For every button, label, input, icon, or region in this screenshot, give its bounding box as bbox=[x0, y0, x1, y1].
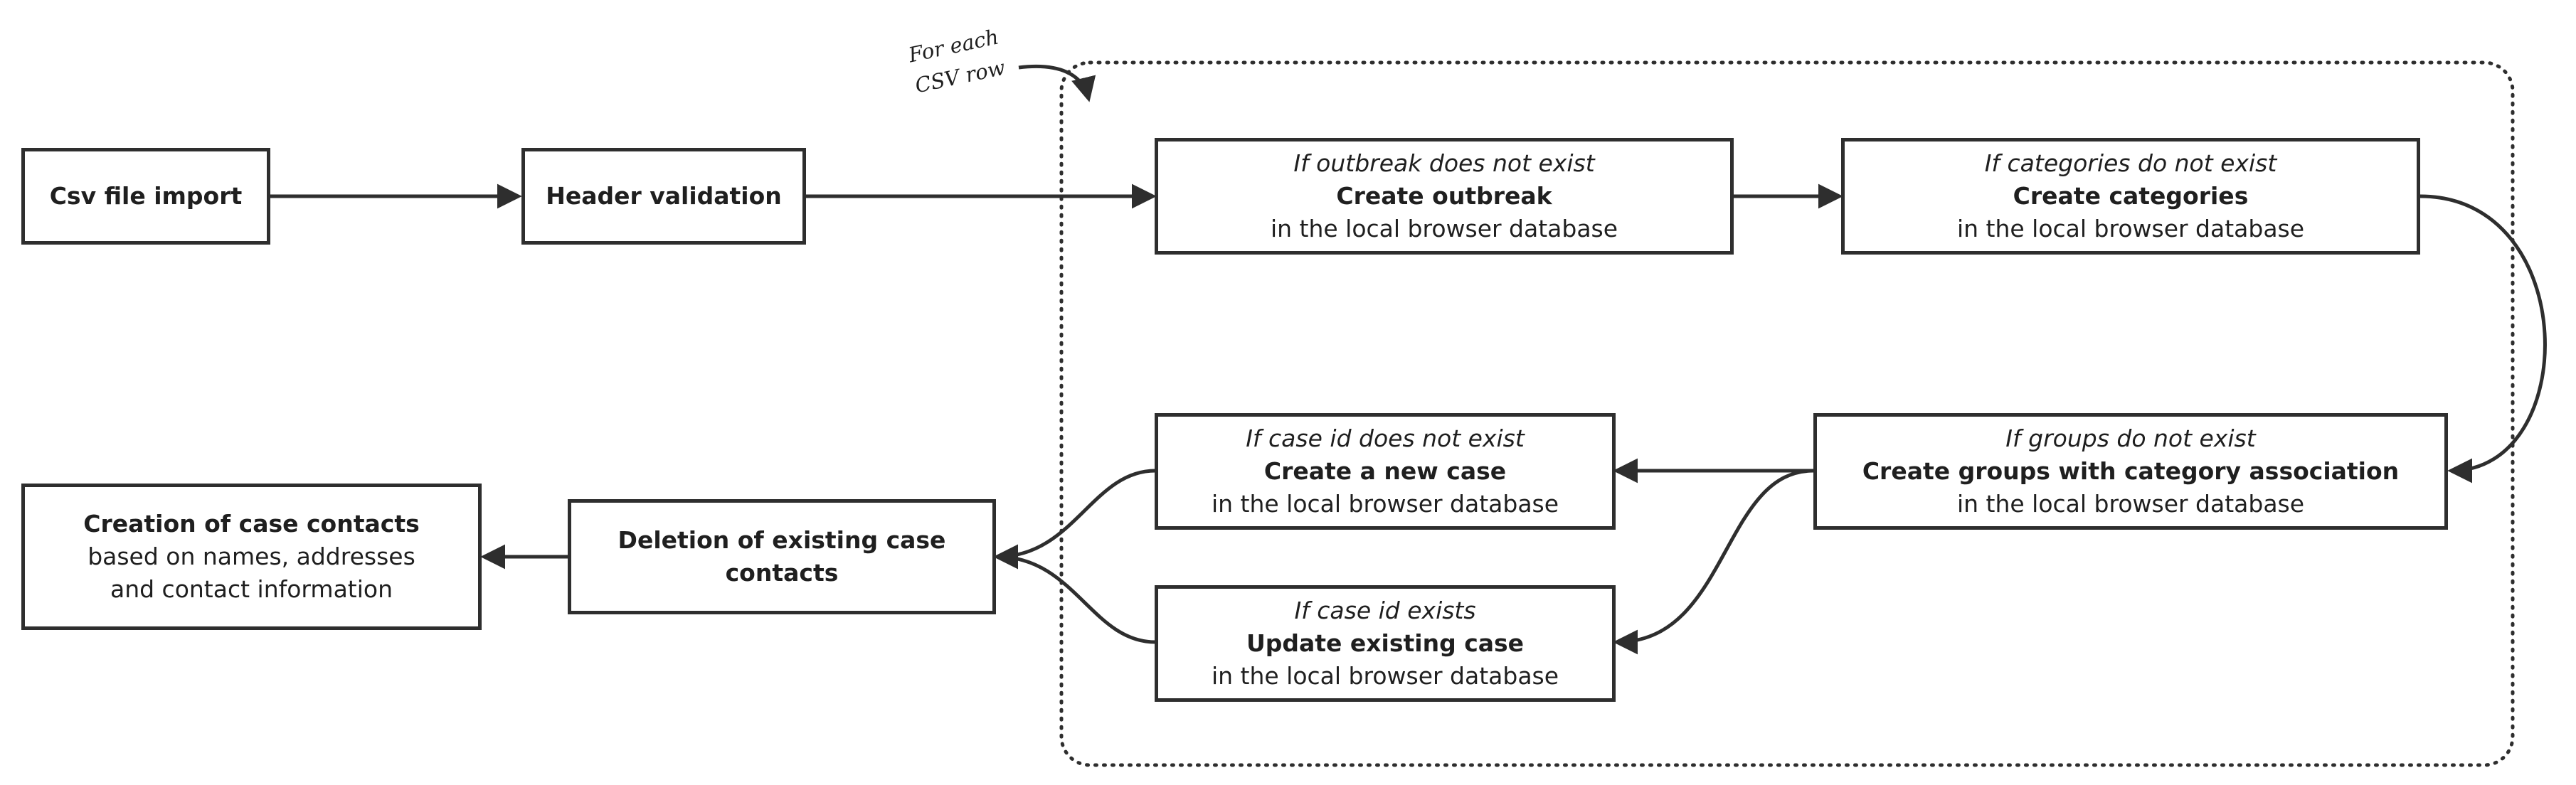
csv-file-import-node: Csv file import bbox=[21, 148, 270, 245]
node-detail: in the local browser database bbox=[1270, 215, 1618, 242]
arrow-create-categories-to-create-groups bbox=[2419, 194, 2547, 484]
arrow-update-case-to-deletion bbox=[993, 544, 1156, 644]
create-new-case-node: If case id does not exist Create a new c… bbox=[1155, 413, 1616, 530]
update-existing-case-node: If case id exists Update existing case i… bbox=[1155, 585, 1616, 702]
node-condition: If categories do not exist bbox=[1984, 149, 2277, 177]
node-title: Deletion of existing case contacts bbox=[618, 526, 946, 587]
node-detail: based on names, addresses and contact in… bbox=[88, 543, 415, 603]
header-validation-node: Header validation bbox=[521, 148, 806, 245]
annotation-arrow bbox=[1018, 64, 1096, 102]
node-condition: If case id does not exist bbox=[1246, 424, 1525, 452]
create-categories-node: If categories do not exist Create catego… bbox=[1841, 138, 2420, 255]
arrow-create-groups-to-update-case bbox=[1613, 469, 1814, 655]
create-outbreak-node: If outbreak does not exist Create outbre… bbox=[1155, 138, 1734, 255]
node-title: Csv file import bbox=[49, 182, 243, 210]
deletion-of-case-contacts-node: Deletion of existing case contacts bbox=[568, 499, 996, 614]
creation-of-case-contacts-node: Creation of case contacts based on names… bbox=[21, 484, 482, 630]
node-title: Update existing case bbox=[1246, 629, 1525, 657]
node-detail: in the local browser database bbox=[1211, 490, 1559, 518]
node-detail: in the local browser database bbox=[1956, 490, 2305, 518]
node-title: Create categories bbox=[2013, 182, 2249, 210]
node-title: Header validation bbox=[546, 182, 782, 210]
node-title: Create groups with category association bbox=[1862, 457, 2400, 485]
node-title: Create outbreak bbox=[1336, 182, 1552, 210]
create-groups-node: If groups do not exist Create groups wit… bbox=[1813, 413, 2448, 530]
node-detail: in the local browser database bbox=[1956, 215, 2305, 242]
for-each-row-loop-region bbox=[1059, 60, 2515, 767]
node-detail: in the local browser database bbox=[1211, 662, 1559, 690]
node-condition: If outbreak does not exist bbox=[1293, 149, 1595, 177]
node-condition: If case id exists bbox=[1294, 597, 1476, 624]
node-title: Creation of case contacts bbox=[83, 510, 420, 538]
node-title: Create a new case bbox=[1263, 457, 1507, 485]
arrow-create-case-to-deletion bbox=[993, 469, 1156, 570]
node-condition: If groups do not exist bbox=[2005, 424, 2256, 452]
